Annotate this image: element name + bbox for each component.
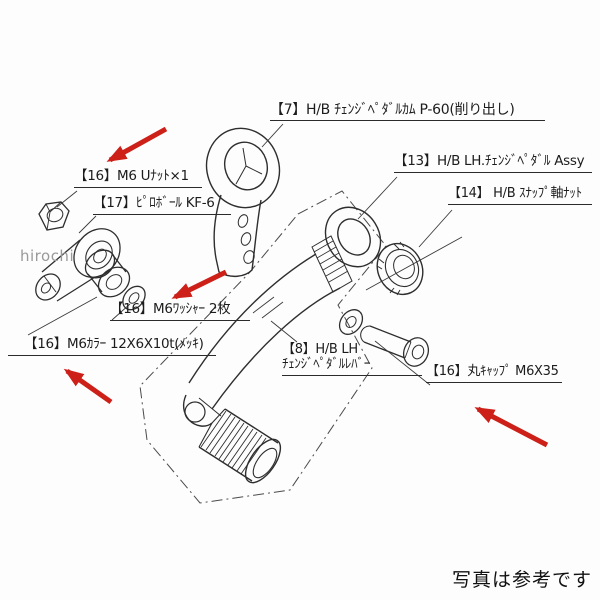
shaft-nut-drawing bbox=[376, 241, 424, 296]
red-arrow bbox=[171, 269, 228, 300]
change-pedal-cam-drawing bbox=[205, 127, 281, 277]
red-arrow bbox=[63, 368, 113, 405]
photo-reference-note: 写真は参考です bbox=[452, 569, 593, 591]
knurl-lines bbox=[200, 410, 267, 475]
red-arrow bbox=[474, 406, 549, 448]
label-part16-collar: 【16】M6ｶﾗｰ 12X6X10t(ﾒｯｷ) bbox=[8, 336, 216, 356]
label-part13: 【13】H/B LH.ﾁｪﾝｼﾞﾍﾟﾀﾞﾙ Assy bbox=[394, 153, 592, 173]
label-part8: 【8】H/B LH ﾁｪﾝｼﾞﾍﾟﾀﾞﾙﾚﾊﾞｰ bbox=[282, 342, 422, 376]
watermark: hirochi bbox=[20, 247, 75, 265]
pedal-lever-drawing bbox=[182, 206, 382, 484]
red-arrow bbox=[106, 126, 168, 163]
label-part14: 【14】 H/B ｽﾅｯﾌﾟ軸ﾅｯﾄ bbox=[448, 186, 592, 205]
label-part8-line1: 【8】H/B LH bbox=[282, 342, 358, 357]
label-part17: 【17】ﾋﾟﾛﾎﾞｰﾙ KF-6 bbox=[93, 195, 231, 215]
u-nut-drawing bbox=[38, 201, 70, 231]
label-part16-cap: 【16】丸ｷｬｯﾌﾟ M6X35 bbox=[426, 364, 562, 383]
label-part8-line2: ﾁｪﾝｼﾞﾍﾟﾀﾞﾙﾚﾊﾞｰ bbox=[282, 356, 371, 372]
label-part16-washer: 【16】M6ﾜｯｼｬｰ 2枚 bbox=[110, 301, 250, 321]
assembly-boundary-chainline bbox=[139, 190, 387, 504]
label-part16-unut: 【16】M6 Uﾅｯﾄ×1 bbox=[74, 168, 202, 188]
red-arrows bbox=[63, 126, 549, 448]
cap-bolt-drawing bbox=[338, 309, 430, 367]
leader-lines bbox=[27, 123, 463, 386]
left-parts-drawing bbox=[35, 201, 146, 311]
label-part7: 【7】H/B ﾁｪﾝｼﾞﾍﾟﾀﾞﾙｶﾑ P-60(削り出し) bbox=[270, 102, 545, 122]
collar-drawing bbox=[84, 249, 116, 279]
